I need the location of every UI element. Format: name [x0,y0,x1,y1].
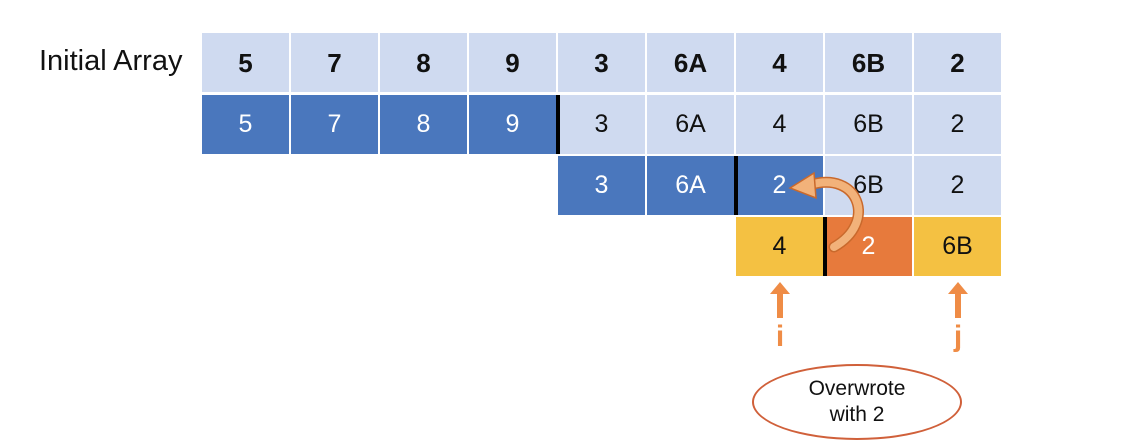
overwrite-callout: Overwrote with 2 [752,364,962,440]
initial-cell: 7 [291,33,378,92]
initial-cell: 9 [469,33,556,92]
step-1-cell: 8 [380,95,467,154]
initial-cell: 6A [647,33,734,92]
pointer-j-arrow-icon [948,282,968,318]
initial-cell: 4 [736,33,823,92]
initial-cell: 2 [914,33,1001,92]
step-2-cell: 3 [558,156,645,215]
step-1-cell: 7 [291,95,378,154]
step-1-cell: 6A [647,95,734,154]
step-1-cell: 2 [914,95,1001,154]
initial-array-label: Initial Array [39,45,183,77]
step-1-cell: 5 [202,95,289,154]
partition-cell: 4 [736,217,823,276]
step-2-cell: 6A [647,156,734,215]
partition-boundary-marker [823,217,827,276]
callout-line-1: Overwrote [808,376,906,400]
sorted-boundary-marker [734,156,738,215]
pointer-i-arrow-icon [770,282,790,318]
step-1-cell: 6B [825,95,912,154]
step-2-cell: 2 [914,156,1001,215]
sorted-boundary-marker [556,95,560,154]
partition-cell: 2 [825,217,912,276]
step-1-cell: 4 [736,95,823,154]
initial-cell: 6B [825,33,912,92]
pointer-i-label: i [775,320,785,353]
partition-cell: 6B [914,217,1001,276]
step-2-cell: 6B [825,156,912,215]
callout-line-2: with 2 [829,403,885,426]
initial-cell: 5 [202,33,289,92]
initial-cell: 3 [558,33,645,92]
initial-cell: 8 [380,33,467,92]
step-1-cell: 9 [469,95,556,154]
step-2-cell: 2 [736,156,823,215]
pointer-j-label: j [953,320,963,353]
step-1-cell: 3 [558,95,645,154]
